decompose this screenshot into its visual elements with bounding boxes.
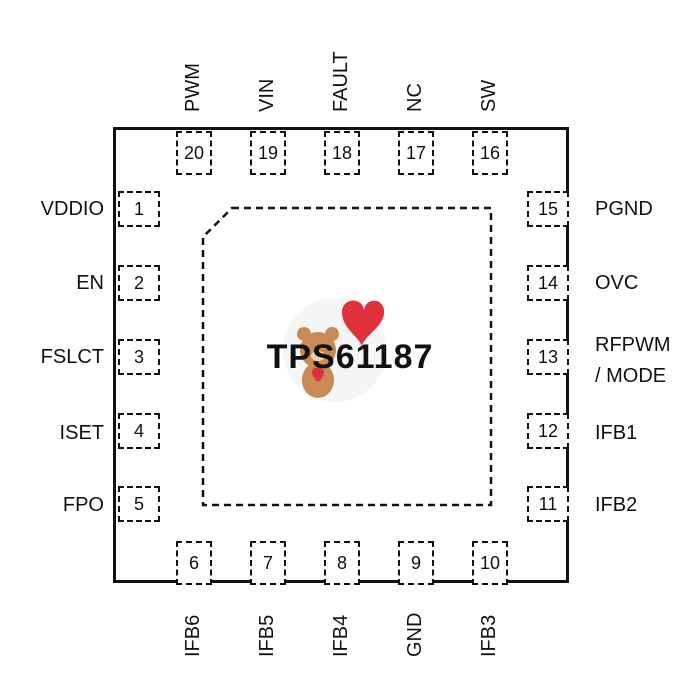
pin-6-label: IFB6 [182, 614, 204, 657]
pin-2-label: EN [76, 272, 104, 294]
pin-15-label: PGND [595, 198, 653, 220]
pin-8-pad: 8 [324, 541, 360, 585]
pin-3-pad: 3 [118, 339, 160, 375]
pin-19-pad: 19 [250, 131, 286, 175]
pin-9-label: GND [404, 612, 426, 657]
pin-17-label: NC [404, 83, 426, 112]
pin-17-pad: 17 [398, 131, 434, 175]
pin-20-pad: 20 [176, 131, 212, 175]
pin-4-label: ISET [59, 422, 104, 444]
pin-3-label: FSLCT [40, 346, 104, 368]
pin-14-label: OVC [595, 272, 639, 294]
pin-12-pad: 12 [527, 413, 569, 449]
pin-10-pad: 10 [472, 541, 508, 585]
pin-2-pad: 2 [118, 265, 160, 301]
pin-1-pad: 1 [118, 191, 160, 227]
pin-13-label-line2: / MODE [595, 365, 667, 387]
pin-5-label: FPO [62, 494, 104, 516]
bear-heart-watermark-icon [283, 298, 387, 402]
pin-11-label: IFB2 [595, 494, 638, 516]
pin-9-pad: 9 [398, 541, 434, 585]
pin-18-pad: 18 [324, 131, 360, 175]
pin-6-pad: 6 [176, 541, 212, 585]
pin-16-label: SW [478, 79, 500, 112]
pin-19-label: VIN [256, 78, 278, 112]
pin-14-pad: 14 [527, 265, 569, 301]
pin-20-label: PWM [182, 63, 204, 112]
pin-7-pad: 7 [250, 541, 286, 585]
pin-11-pad: 11 [527, 486, 569, 522]
pin-8-label: IFB4 [330, 614, 352, 657]
pin-5-pad: 5 [118, 486, 160, 522]
pin-15-pad: 15 [527, 191, 569, 227]
pin-13-pad: 13 [527, 339, 569, 375]
pin-7-label: IFB5 [256, 614, 278, 657]
part-name: TPS61187 [266, 338, 434, 376]
pin-13-label: RFPWM [595, 334, 671, 356]
pin-1-label: VDDIO [40, 198, 104, 220]
pin-4-pad: 4 [118, 413, 160, 449]
pin-12-label: IFB1 [595, 422, 638, 444]
pin-18-label: FAULT [330, 51, 352, 112]
pin-10-label: IFB3 [478, 614, 500, 657]
pin-16-pad: 16 [472, 131, 508, 175]
